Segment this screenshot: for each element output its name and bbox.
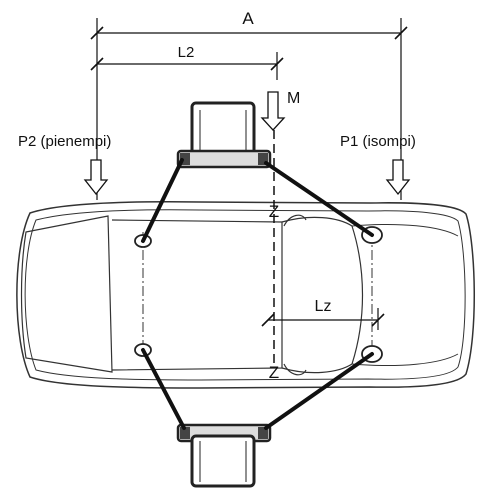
dimension-lz-label: Lz — [315, 298, 332, 315]
rear-load-arrow-icon — [83, 159, 109, 196]
lift-points — [134, 226, 383, 363]
dimension-l2-label: L2 — [178, 44, 195, 61]
dimension-a-label: A — [242, 9, 254, 28]
dimension-lz — [261, 308, 385, 330]
lift-arm-front-top — [264, 161, 374, 237]
marker-m-label: M — [287, 90, 300, 107]
lift-arm-rear-top — [141, 158, 184, 243]
rear-load-label: P2 (pienempi) — [18, 133, 111, 150]
z-axis-label-top: Z — [269, 202, 279, 221]
lift-arm-rear-bottom — [141, 348, 186, 430]
lift-arm-front-bottom — [264, 352, 374, 430]
z-axis-label-bottom: Z — [269, 363, 279, 382]
lift-arms — [141, 158, 374, 430]
lift-column-top — [176, 101, 272, 169]
car-outline — [16, 201, 476, 389]
front-load-label: P1 (isompi) — [340, 133, 416, 150]
front-load-arrow-icon — [385, 159, 411, 196]
dimension-l2 — [90, 52, 284, 80]
lift-column-bottom — [176, 423, 272, 488]
marker-m-arrow-icon — [260, 91, 286, 131]
